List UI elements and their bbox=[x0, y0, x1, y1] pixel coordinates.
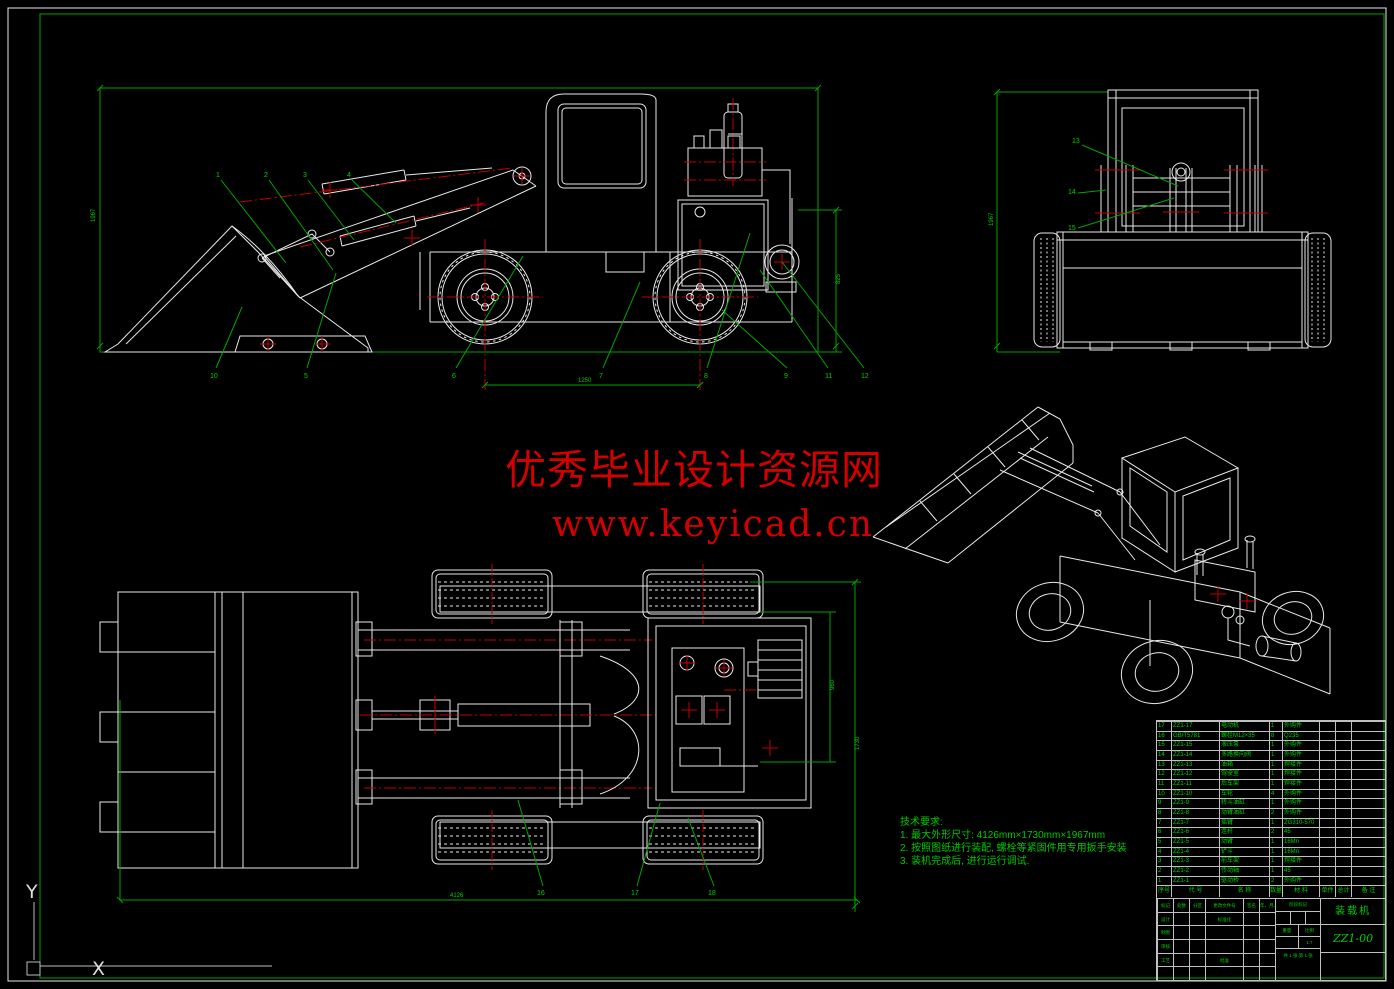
tech-note-3: 3. 装机完成后, 进行运行调试. bbox=[900, 856, 1030, 867]
ucs-y-label: Y bbox=[25, 881, 38, 903]
tb-zone: 分区 bbox=[1189, 898, 1205, 912]
isometric-view bbox=[872, 406, 1331, 705]
sheet-frame bbox=[7, 7, 1387, 982]
tb-date: 年、月、日 bbox=[1259, 898, 1275, 912]
callout-3: 3 bbox=[303, 172, 307, 179]
front-view: 1967 13 14 15 bbox=[989, 88, 1332, 353]
tb-draw: 制图 bbox=[1157, 925, 1173, 939]
tb-scale-label: 比例 bbox=[1297, 925, 1321, 936]
callout-18: 18 bbox=[708, 890, 716, 897]
tb-scale-value: 1:7 bbox=[1297, 937, 1321, 948]
tb-process: 工艺 bbox=[1157, 952, 1173, 967]
title-block-revision-grid: 标记 处数 分区 更改文件号 签名 年、月、日 设计 标准化 制图 审核 工艺 … bbox=[1157, 898, 1275, 980]
tech-notes-title: 技术要求: bbox=[900, 817, 943, 828]
tb-sheets: 共 1 张 第 1 张 bbox=[1276, 948, 1321, 980]
callout-10: 10 bbox=[210, 373, 218, 380]
callout-4: 4 bbox=[347, 172, 351, 179]
tb-weight-label: 重量 bbox=[1282, 928, 1292, 933]
callout-11: 11 bbox=[825, 373, 832, 380]
title-block-right: 装载机 ZZ1-00 bbox=[1320, 898, 1385, 980]
callout-13: 13 bbox=[1072, 138, 1080, 145]
dim-side-height: 1967 bbox=[91, 208, 97, 222]
side-view: 1967 1250 825 1 2 3 4 10 5 6 7 8 9 11 12 bbox=[91, 84, 869, 390]
drawing-number: ZZ1-00 bbox=[1321, 924, 1385, 952]
tb-design: 设计 bbox=[1157, 911, 1173, 926]
plan-view: 4126 1730 960 16 17 18 bbox=[99, 563, 861, 912]
dim-side-rear: 825 bbox=[836, 273, 842, 284]
tb-sign: 签名 bbox=[1243, 898, 1259, 912]
dim-plan-length: 4126 bbox=[450, 893, 464, 899]
title-block-middle: 阶段标记 重量 比例 1:7 共 1 张 第 1 张 bbox=[1275, 898, 1321, 980]
callout-14: 14 bbox=[1068, 189, 1076, 196]
tb-change-doc: 更改文件号 bbox=[1205, 898, 1243, 912]
tb-standard: 标准化 bbox=[1205, 911, 1243, 926]
callout-17: 17 bbox=[631, 890, 639, 897]
dim-plan-inner: 960 bbox=[830, 679, 836, 690]
dim-side-wheelbase: 1250 bbox=[578, 378, 592, 384]
callout-9: 9 bbox=[784, 373, 788, 380]
title-block: 标记 处数 分区 更改文件号 签名 年、月、日 设计 标准化 制图 审核 工艺 … bbox=[1157, 898, 1385, 980]
callout-5: 5 bbox=[304, 373, 308, 380]
parts-header: 序号代 号名 称数量材 料单件总计备 注 bbox=[1157, 885, 1385, 898]
tech-note-1: 1. 最大外形尺寸: 4126mm×1730mm×1967mm bbox=[900, 830, 1106, 841]
callout-15: 15 bbox=[1068, 225, 1076, 232]
tb-count: 处数 bbox=[1173, 898, 1189, 912]
dim-front-height: 1967 bbox=[989, 212, 995, 226]
side-callout-leaders bbox=[215, 179, 865, 369]
drawing-title: 装载机 bbox=[1321, 898, 1385, 924]
callout-8: 8 bbox=[704, 373, 708, 380]
tb-stage-label: 阶段标记 bbox=[1276, 898, 1321, 911]
tech-note-2: 2. 按照图纸进行装配, 螺栓等紧固件用专用扳手安装 bbox=[900, 843, 1127, 854]
tb-check: 审核 bbox=[1157, 938, 1173, 953]
watermark-line2: www.keyicad.cn bbox=[552, 504, 875, 545]
dim-plan-width: 1730 bbox=[855, 736, 861, 750]
ucs-icon: Y X bbox=[25, 881, 272, 980]
tb-mark: 标记 bbox=[1157, 898, 1173, 912]
watermark-line1: 优秀毕业设计资源网 bbox=[505, 446, 883, 494]
callout-1: 1 bbox=[216, 172, 220, 179]
callout-2: 2 bbox=[264, 172, 268, 179]
tech-notes: 技术要求: 1. 最大外形尺寸: 4126mm×1730mm×1967mm 2.… bbox=[900, 816, 1127, 868]
ucs-x-label: X bbox=[92, 958, 105, 980]
tb-stage-boxes bbox=[1276, 911, 1321, 924]
callout-6: 6 bbox=[452, 373, 456, 380]
callout-7: 7 bbox=[599, 373, 603, 380]
tb-approve: 批准 bbox=[1205, 952, 1243, 967]
callout-16: 16 bbox=[537, 890, 545, 897]
callout-12: 12 bbox=[861, 373, 869, 380]
